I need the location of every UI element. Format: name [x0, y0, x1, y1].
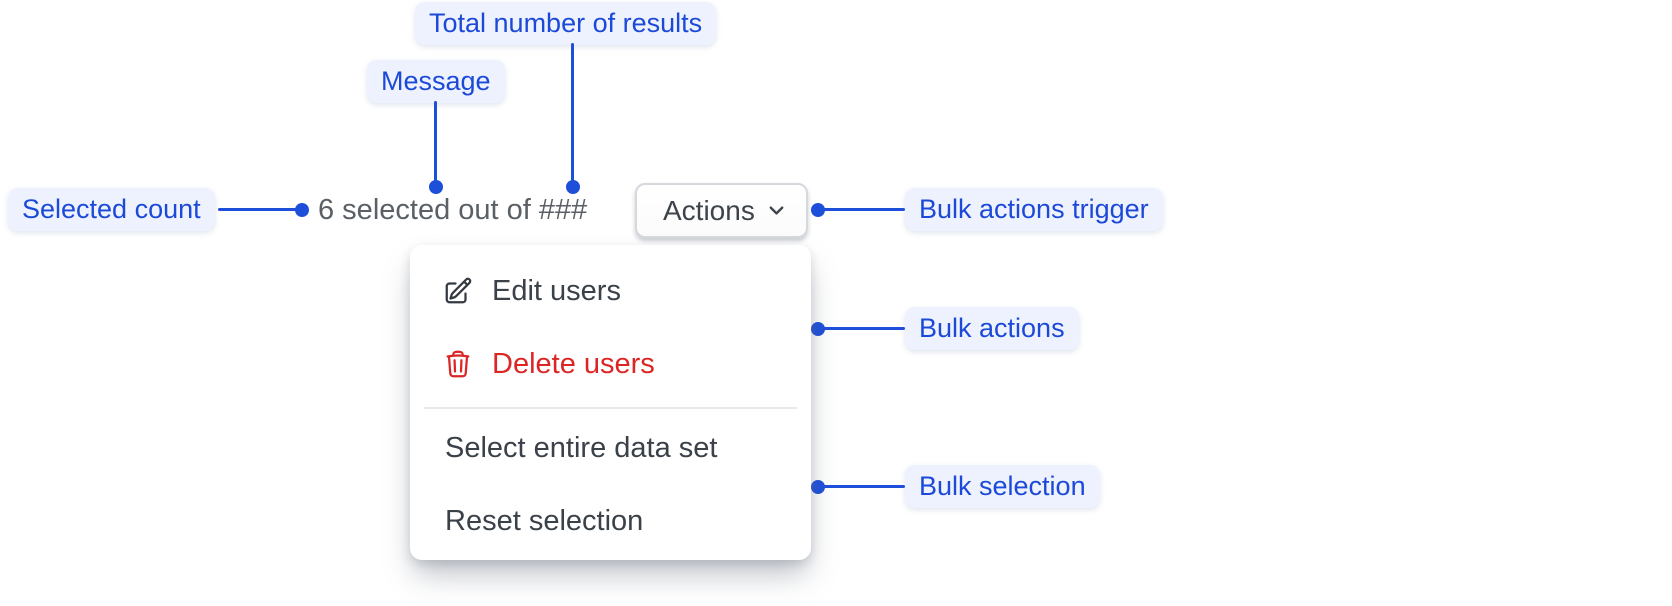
connector-line-bulk-selection	[822, 485, 905, 488]
bulk-actions-menu: Edit users Delete users Select entire da…	[410, 245, 811, 560]
annotation-selected-count: Selected count	[8, 188, 215, 231]
chevron-down-icon	[765, 199, 788, 222]
annotation-message: Message	[367, 60, 505, 103]
menu-item-label: Reset selection	[445, 504, 644, 537]
connector-line-total-results	[571, 43, 574, 181]
pencil-square-icon	[443, 276, 473, 306]
connector-line-selected-count	[218, 208, 298, 211]
menu-divider	[424, 407, 797, 409]
connector-dot-total-results	[566, 180, 580, 194]
connector-dot-message	[429, 180, 443, 194]
connector-dot-selected-count	[295, 203, 309, 217]
connector-dot-bulk-actions	[811, 322, 825, 336]
connector-dot-bulk-actions-trigger	[811, 203, 825, 217]
menu-item-reset-selection[interactable]: Reset selection	[445, 499, 643, 543]
annotation-bulk-selection: Bulk selection	[905, 465, 1100, 508]
annotation-bulk-actions-trigger: Bulk actions trigger	[905, 188, 1163, 231]
menu-item-select-entire-data-set[interactable]: Select entire data set	[445, 426, 717, 470]
annotation-total-number-of-results: Total number of results	[415, 2, 717, 45]
connector-line-message	[434, 101, 437, 181]
menu-item-label: Select entire data set	[445, 431, 718, 464]
menu-item-label: Delete users	[492, 347, 655, 380]
trash-icon	[443, 349, 473, 379]
connector-line-bulk-actions	[822, 327, 905, 330]
bulk-actions-trigger-label: Actions	[663, 194, 755, 226]
annotation-bulk-actions: Bulk actions	[905, 307, 1079, 350]
selection-count-message: 6 selected out of ###	[318, 194, 588, 226]
connector-line-bulk-actions-trigger	[822, 208, 905, 211]
connector-dot-bulk-selection	[811, 480, 825, 494]
menu-item-edit-users[interactable]: Edit users	[443, 269, 621, 313]
menu-item-label: Edit users	[492, 274, 621, 307]
menu-item-delete-users[interactable]: Delete users	[443, 342, 655, 386]
bulk-actions-trigger-button[interactable]: Actions	[635, 183, 808, 238]
